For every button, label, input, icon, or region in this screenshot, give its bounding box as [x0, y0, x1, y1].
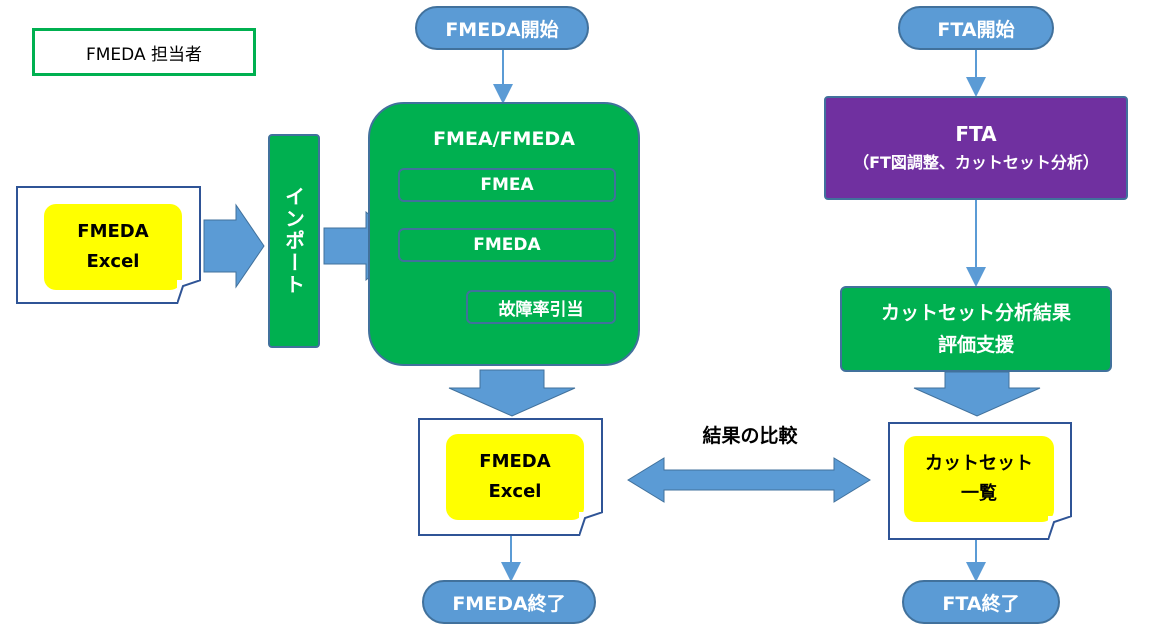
- arrow-comparison: [627, 457, 871, 503]
- fta-start-label: FTA開始: [937, 18, 1015, 41]
- fmeda-output-line2: Excel: [488, 481, 542, 502]
- support-line1: カットセット分析結果: [880, 302, 1071, 324]
- fmeda-input-excel: FMEDA Excel: [44, 204, 182, 290]
- fmeda-start-label: FMEDA開始: [445, 18, 559, 41]
- fmeda-output-excel: FMEDA Excel: [446, 434, 584, 520]
- fmea-item: FMEA: [398, 168, 616, 202]
- document-fold-icon: [1048, 516, 1072, 540]
- fmeda-end-label: FMEDA終了: [452, 592, 566, 615]
- failure-rate-item-label: 故障率引当: [498, 299, 584, 320]
- cutset-line2: 一覧: [961, 483, 997, 504]
- arrow-support-to-cutset: [913, 371, 1041, 417]
- cutset-line1: カットセット: [925, 453, 1033, 474]
- comparison-label: 結果の比較: [702, 424, 798, 447]
- fta-process-title: FTA: [955, 122, 997, 146]
- fta-end-label: FTA終了: [942, 592, 1020, 615]
- support-line2: 評価支援: [937, 334, 1014, 356]
- fmeda-input-line2: Excel: [86, 251, 140, 272]
- document-fold-icon: [579, 512, 603, 536]
- document-fold-icon: [177, 280, 201, 304]
- fmeda-input-document: FMEDA Excel: [16, 186, 201, 304]
- cutset-list: カットセット 一覧: [904, 436, 1054, 522]
- cutset-list-document: カットセット 一覧: [888, 422, 1072, 540]
- fta-process: FTA （FT図調整、カットセット分析）: [824, 96, 1128, 200]
- arrow-input-to-import: [203, 203, 265, 289]
- fmea-fmeda-tool: FMEA/FMEDA FMEA FMEDA 故障率引当: [368, 102, 640, 366]
- failure-rate-item: 故障率引当: [466, 290, 616, 324]
- fmeda-output-document: FMEDA Excel: [418, 418, 603, 536]
- fta-process-subtitle: （FT図調整、カットセット分析）: [853, 153, 1099, 172]
- fmeda-item: FMEDA: [398, 228, 616, 262]
- import-label: インポート: [281, 186, 306, 296]
- fta-end-terminal: FTA終了: [902, 580, 1060, 624]
- fmeda-start-terminal: FMEDA開始: [415, 6, 589, 50]
- arrow-main-to-output: [448, 369, 576, 417]
- fmeda-output-line1: FMEDA: [479, 451, 551, 472]
- fmea-item-label: FMEA: [480, 175, 534, 195]
- import-step: インポート: [268, 134, 320, 348]
- fmea-fmeda-title: FMEA/FMEDA: [433, 128, 575, 150]
- fmeda-input-line1: FMEDA: [77, 221, 149, 242]
- fmeda-end-terminal: FMEDA終了: [422, 580, 596, 624]
- fmeda-item-label: FMEDA: [473, 235, 541, 255]
- legend-fmeda-owner: FMEDA 担当者: [32, 28, 256, 76]
- legend-label: FMEDA 担当者: [85, 44, 202, 65]
- cutset-evaluation-support: カットセット分析結果 評価支援: [840, 286, 1112, 372]
- fta-start-terminal: FTA開始: [898, 6, 1054, 50]
